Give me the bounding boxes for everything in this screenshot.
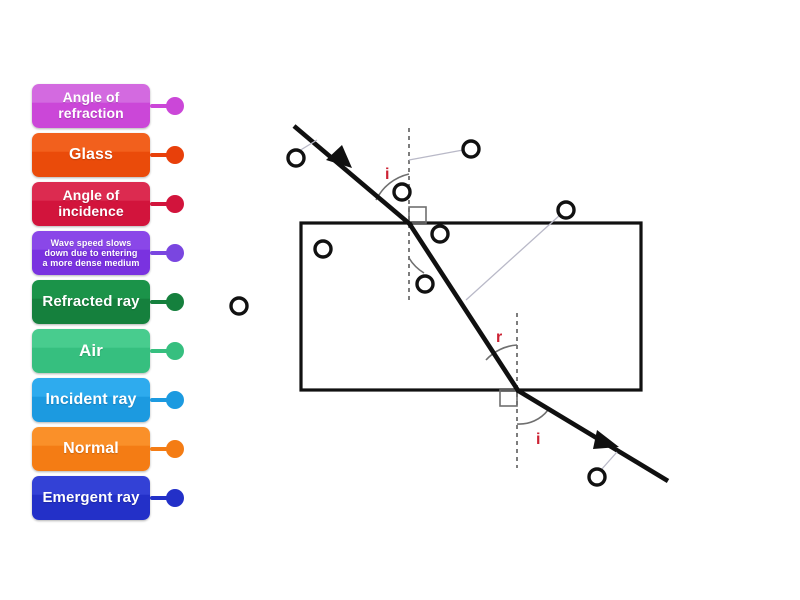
angle-arc-refraction <box>408 257 425 274</box>
label-connector-dot-angle-of-incidence[interactable] <box>166 195 184 213</box>
target-air-outside[interactable] <box>229 296 249 316</box>
right-angle-mark-top <box>408 206 427 224</box>
glass-block-rect <box>299 221 643 392</box>
incident-ray-line <box>292 124 413 227</box>
angle-label-i-bottom: i <box>536 431 540 448</box>
label-chip-text: Refracted ray <box>42 292 140 310</box>
target-normal-top[interactable] <box>461 139 481 159</box>
target-incident-ray[interactable] <box>286 148 306 168</box>
label-connector-stem-wave-speed-slows <box>150 251 170 255</box>
lead-line-normal-top <box>408 149 464 161</box>
label-connector-dot-incident-ray[interactable] <box>166 391 184 409</box>
label-chip-emergent-ray[interactable]: Emergent ray <box>32 476 150 520</box>
label-chip-glass[interactable]: Glass <box>32 133 150 177</box>
target-air[interactable] <box>430 224 450 244</box>
label-connector-dot-wave-speed-slows[interactable] <box>166 244 184 262</box>
label-chip-angle-of-incidence[interactable]: Angle of incidence <box>32 182 150 226</box>
label-connector-stem-incident-ray <box>150 398 170 402</box>
lead-line-incident-ray <box>298 139 318 152</box>
label-chip-incident-ray[interactable]: Incident ray <box>32 378 150 422</box>
label-chip-text: Incident ray <box>45 391 137 409</box>
arrowhead-incident <box>326 145 352 168</box>
label-connector-stem-angle-of-incidence <box>150 202 170 206</box>
label-chip-angle-of-refraction[interactable]: Angle of refraction <box>32 84 150 128</box>
label-connector-stem-normal <box>150 447 170 451</box>
label-chip-text: Emergent ray <box>42 488 140 506</box>
lead-line-emergent-ray <box>600 451 618 471</box>
label-chip-text: Air <box>79 341 103 361</box>
label-chip-text: Angle of incidence <box>58 187 124 219</box>
label-connector-dot-refracted-ray[interactable] <box>166 293 184 311</box>
label-chip-wave-speed-slows[interactable]: Wave speed slows down due to entering a … <box>32 231 150 275</box>
label-connector-dot-glass[interactable] <box>166 146 184 164</box>
label-connector-dot-normal[interactable] <box>166 440 184 458</box>
label-chip-text: Normal <box>63 440 119 458</box>
target-refracted-ray[interactable] <box>556 200 576 220</box>
label-chip-normal[interactable]: Normal <box>32 427 150 471</box>
target-angle-incidence[interactable] <box>392 182 412 202</box>
label-connector-stem-angle-of-refraction <box>150 104 170 108</box>
arrowhead-emergent <box>593 430 619 449</box>
label-chip-text: Wave speed slows down due to entering a … <box>42 237 140 269</box>
label-chip-text: Angle of refraction <box>58 89 124 121</box>
lead-line-refracted-ray <box>465 214 561 301</box>
label-connector-dot-angle-of-refraction[interactable] <box>166 97 184 115</box>
right-angle-mark-bottom <box>499 389 518 407</box>
label-connector-stem-glass <box>150 153 170 157</box>
refracted-ray-line <box>407 221 521 394</box>
angle-arc-i-bottom <box>516 409 549 425</box>
label-connector-stem-emergent-ray <box>150 496 170 500</box>
emergent-ray-line <box>515 388 670 483</box>
label-connector-dot-emergent-ray[interactable] <box>166 489 184 507</box>
target-angle-refraction[interactable] <box>415 274 435 294</box>
target-glass[interactable] <box>313 239 333 259</box>
label-chip-text: Glass <box>68 146 114 164</box>
label-chip-refracted-ray[interactable]: Refracted ray <box>32 280 150 324</box>
angle-label-i-top: i <box>385 166 389 183</box>
angle-arc-r-middle <box>485 344 518 361</box>
label-connector-stem-air <box>150 349 170 353</box>
angle-label-r-middle: r <box>496 329 502 346</box>
label-connector-stem-refracted-ray <box>150 300 170 304</box>
label-chip-air[interactable]: Air <box>32 329 150 373</box>
target-emergent-ray[interactable] <box>587 467 607 487</box>
label-connector-dot-air[interactable] <box>166 342 184 360</box>
